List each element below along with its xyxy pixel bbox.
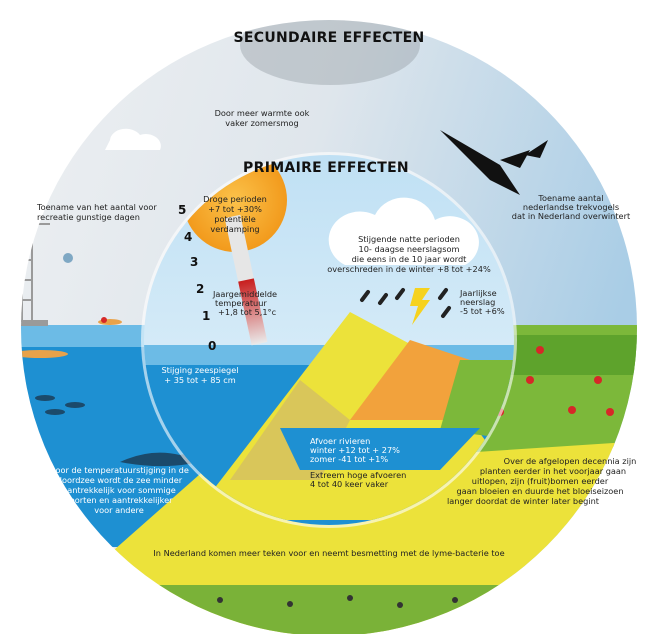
svg-text:1: 1 xyxy=(202,309,210,323)
svg-text:0: 0 xyxy=(208,339,216,353)
migrating-birds-icon xyxy=(440,130,548,195)
lightning-icon xyxy=(410,288,430,325)
outer-title: SECUNDAIRE EFFECTEN xyxy=(234,30,425,46)
cloud-icon xyxy=(105,128,161,150)
diver-figure xyxy=(63,253,73,263)
svg-text:2: 2 xyxy=(196,282,204,296)
sealevel-text: Stijging zeespiegel+ 35 tot + 85 cm xyxy=(161,365,238,385)
diving-platform xyxy=(21,320,48,326)
floating-swimmer-figure xyxy=(21,350,68,358)
thermometer-scale: 5 4 3 2 1 0 xyxy=(178,203,216,353)
inner-title: PRIMAIRE EFFECTEN xyxy=(243,160,409,176)
fish-icons xyxy=(35,395,85,415)
rain-icon xyxy=(360,288,451,318)
grass xyxy=(21,585,637,634)
svg-text:4: 4 xyxy=(184,230,192,244)
svg-text:5: 5 xyxy=(178,203,186,217)
inner-circle xyxy=(144,155,514,525)
river xyxy=(280,428,480,470)
rain-cloud-icon xyxy=(328,197,479,265)
ticks-text: In Nederland komen meer teken voor en ne… xyxy=(153,548,504,558)
smog-cloud xyxy=(240,20,420,85)
svg-text:3: 3 xyxy=(190,255,198,269)
houses xyxy=(350,340,470,420)
